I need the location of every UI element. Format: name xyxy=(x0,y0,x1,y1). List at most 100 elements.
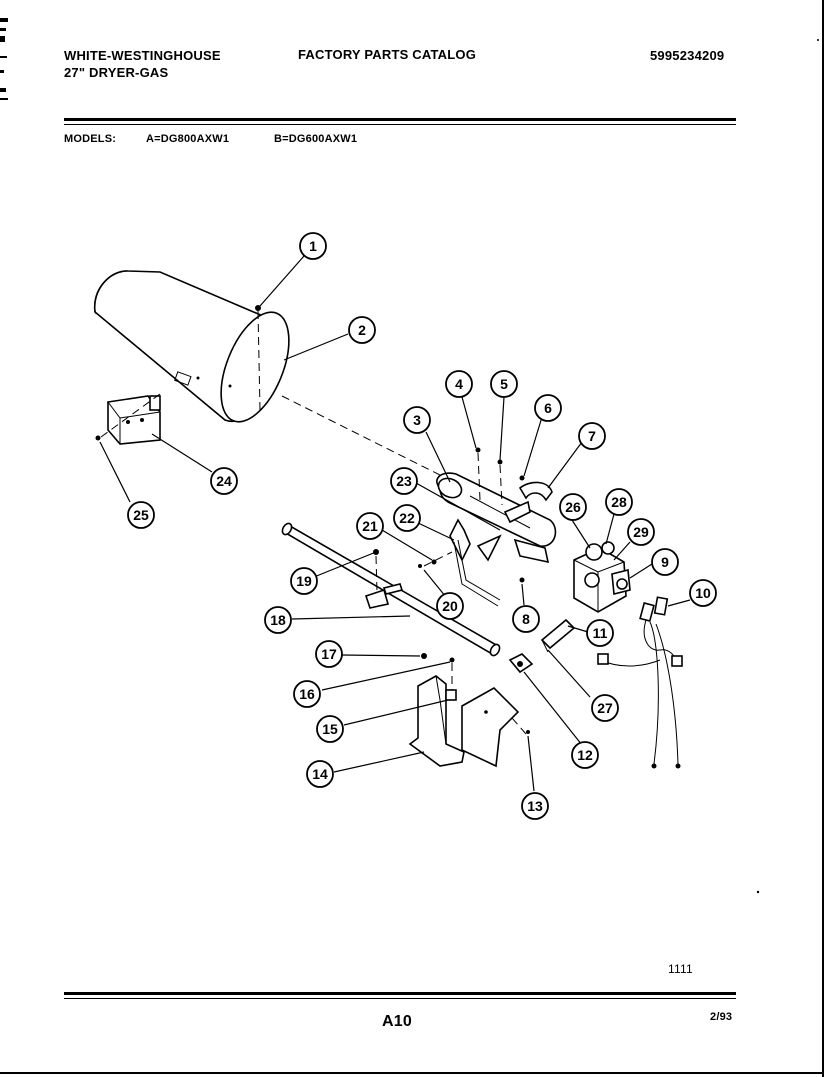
page-border-bottom xyxy=(0,1072,824,1074)
callout-15: 15 xyxy=(316,715,344,743)
callout-number: 23 xyxy=(396,473,412,489)
callout-number: 1 xyxy=(309,238,317,254)
callout-number: 14 xyxy=(312,766,328,782)
callout-10: 10 xyxy=(689,579,717,607)
callout-17: 17 xyxy=(315,640,343,668)
screw-part xyxy=(431,559,437,565)
callout-13: 13 xyxy=(521,792,549,820)
assembly-axis-line xyxy=(423,551,453,567)
screw-part xyxy=(95,435,101,441)
callout-circle xyxy=(316,715,344,743)
gas-valve-part xyxy=(573,541,631,613)
callout-number: 13 xyxy=(527,798,543,814)
callout-2: 2 xyxy=(348,316,376,344)
callout-circle xyxy=(264,606,292,634)
callout-number: 12 xyxy=(577,747,593,763)
callout-circle xyxy=(591,694,619,722)
scan-mark xyxy=(0,18,8,22)
catalog-number: 5995234209 xyxy=(650,48,725,63)
scan-mark xyxy=(0,56,7,58)
callout-circle xyxy=(315,640,343,668)
mounting-bracket-part xyxy=(408,675,520,768)
callout-number: 11 xyxy=(593,625,608,641)
callout-7: 7 xyxy=(578,422,606,450)
callout-number: 29 xyxy=(633,524,649,540)
callout-circle xyxy=(521,792,549,820)
callout-circle xyxy=(393,504,421,532)
callout-number: 28 xyxy=(611,494,627,510)
callout-number: 7 xyxy=(588,428,596,444)
callout-number: 27 xyxy=(597,700,613,716)
callout-14: 14 xyxy=(306,760,334,788)
callout-circle xyxy=(403,406,431,434)
scan-mark xyxy=(0,88,6,92)
callout-1: 1 xyxy=(299,232,327,260)
callout-26: 26 xyxy=(559,493,587,521)
igniter-part xyxy=(449,518,502,607)
callout-number: 15 xyxy=(322,721,338,737)
callout-11: 11 xyxy=(586,619,614,647)
callout-circle xyxy=(436,592,464,620)
callout-circle xyxy=(127,501,155,529)
callout-number: 20 xyxy=(442,598,458,614)
revision-date: 2/93 xyxy=(710,1011,733,1023)
callout-number: 25 xyxy=(133,507,149,523)
callout-25: 25 xyxy=(127,501,155,529)
scan-mark xyxy=(0,70,4,73)
callout-3: 3 xyxy=(403,406,431,434)
callout-circle xyxy=(490,370,518,398)
burner-housing-part xyxy=(93,270,290,423)
screw-part xyxy=(421,653,427,659)
assembly-axis-line xyxy=(511,717,527,735)
callout-circle xyxy=(306,760,334,788)
callout-number: 2 xyxy=(358,322,366,338)
callout-circle xyxy=(651,548,679,576)
pipe-clamp-part xyxy=(364,549,404,609)
callout-circle xyxy=(210,467,238,495)
callout-circle xyxy=(348,316,376,344)
scan-mark xyxy=(0,98,8,100)
callout-number: 24 xyxy=(216,473,232,489)
footer-rule-thick xyxy=(64,992,736,995)
screw-part xyxy=(255,305,261,411)
callout-6: 6 xyxy=(534,394,562,422)
callout-circle xyxy=(445,370,473,398)
model-b: B=DG600AXW1 xyxy=(274,133,358,145)
callout-16: 16 xyxy=(293,680,321,708)
callout-number: 26 xyxy=(565,499,581,515)
callout-12: 12 xyxy=(571,741,599,769)
callout-circle xyxy=(689,579,717,607)
page-number: A10 xyxy=(382,1013,412,1030)
footer-rule-thin xyxy=(64,998,736,999)
callout-circle xyxy=(586,619,614,647)
callout-number: 22 xyxy=(399,510,415,526)
callout-number: 17 xyxy=(321,646,337,662)
callout-number: 4 xyxy=(455,376,463,392)
flame-sensor-part xyxy=(107,395,161,445)
callout-20: 20 xyxy=(436,592,464,620)
model-a: A=DG800AXW1 xyxy=(146,133,230,145)
screw-part xyxy=(449,657,455,663)
scan-mark xyxy=(0,28,6,31)
clip-part xyxy=(508,653,534,674)
callout-number: 16 xyxy=(299,686,315,702)
callout-number: 9 xyxy=(661,554,669,570)
callout-number: 21 xyxy=(362,518,378,534)
leader-lines xyxy=(99,255,691,792)
callout-number: 6 xyxy=(544,400,552,416)
screw-part xyxy=(526,730,530,734)
callout-circle xyxy=(512,605,540,633)
models-label: MODELS: xyxy=(64,133,117,145)
callout-circle xyxy=(356,512,384,540)
callout-8: 8 xyxy=(512,605,540,633)
header-rule-thick xyxy=(64,118,736,121)
brand-title: WHITE-WESTINGHOUSE xyxy=(64,48,221,63)
footer-code: 1111 xyxy=(668,962,693,976)
page-border-right xyxy=(822,0,824,1077)
callout-29: 29 xyxy=(627,518,655,546)
callout-18: 18 xyxy=(264,606,292,634)
callout-number: 10 xyxy=(695,585,711,601)
